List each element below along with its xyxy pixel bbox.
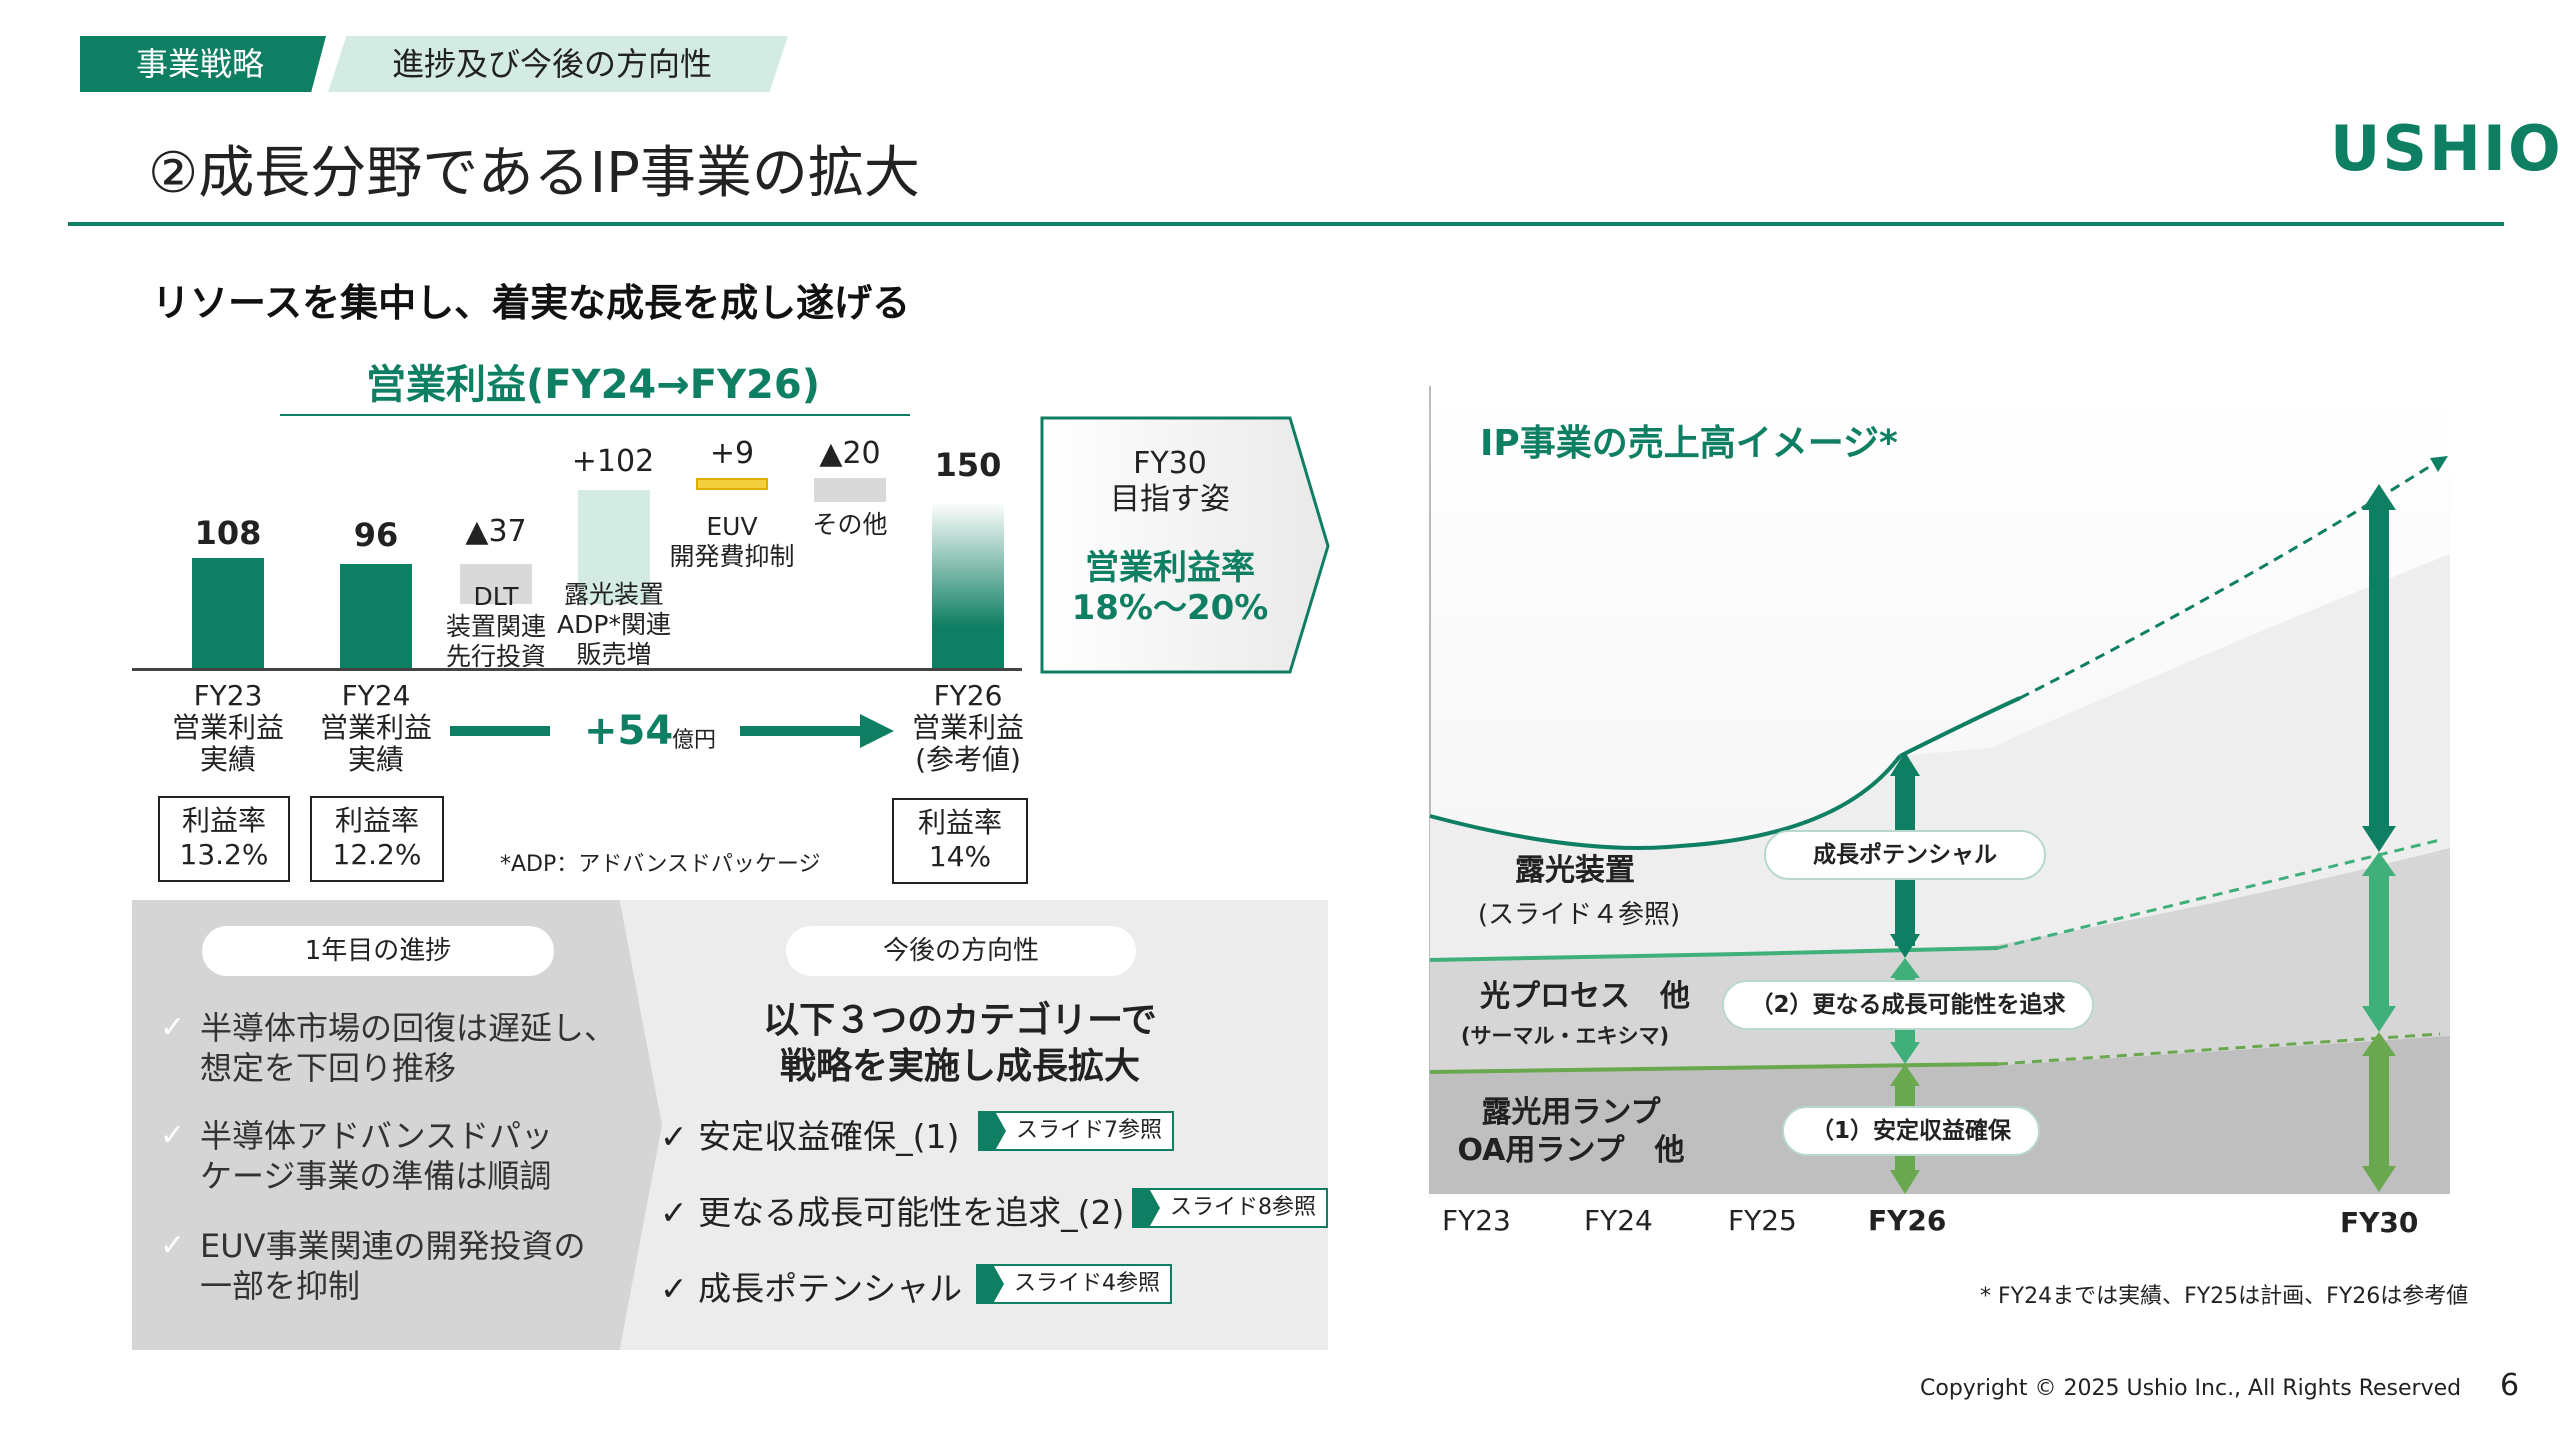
rate-fy23: 利益率 13.2% [158,796,290,882]
chart-footnote: * FY24までは実績、FY25は計画、FY26は参考値 [1980,1284,2469,1309]
check-icon: ✓ [160,1010,186,1045]
direction-item: ✓ 更なる成長可能性を追求_(2) [660,1193,1125,1232]
direction-item: ✓ 安定収益確保_(1) [660,1117,960,1156]
segment-exposure-note: (スライド４参照) [1477,900,1681,930]
fy30-margin: 営業利益率 18%～20% [1071,548,1269,628]
operating-profit-title: 営業利益(FY24→FY26) [366,362,820,408]
slide-subtitle: リソースを集中し、着実な成長を成し遂げる [152,281,911,325]
header-divider [68,222,2504,226]
bar-fy24 [340,564,412,668]
title-underline [280,414,910,416]
copyright: Copyright © 2025 Ushio Inc., All Rights … [1920,1376,2462,1401]
direction-item: ✓ 成長ポテンシャル [660,1269,963,1308]
label-euv: EUV 開発費抑制 [669,512,795,571]
adp-note: *ADP：アドバンスドパッケージ [500,852,821,877]
progress-item: 半導体アドバンスドパッ ケージ事業の準備は順調 [200,1117,553,1195]
chart-baseline [132,668,1022,671]
label-other: その他 [812,510,888,539]
progress-item: EUV事業関連の開発投資の 一部を抑制 [200,1227,586,1305]
category-fy23: FY23 営業利益 実績 [171,679,284,776]
value-fy26: 150 [934,446,1002,484]
segment-light-process: 光プロセス 他 [1480,979,1690,1014]
value-euv: +9 [709,436,755,471]
value-other: ▲20 [819,436,881,471]
section-tag: 事業戦略 [80,36,326,92]
progress-item: 半導体市場の回復は遅延し、 想定を下回り推移 [200,1009,617,1087]
category-fy26: FY26 営業利益 (参考値) [911,679,1024,776]
slide-ref-link[interactable]: スライド4参照 [976,1264,1172,1304]
x-label-fy24: FY24 [1584,1204,1653,1237]
bar-dlt [460,564,532,604]
value-dlt: ▲37 [465,514,527,549]
x-label-fy30: FY30 [2340,1206,2419,1239]
segment-light-process-note: (サーマル・エキシマ) [1460,1024,1670,1048]
x-label-fy23: FY23 [1442,1204,1511,1237]
fy30-chevron [1040,416,1330,674]
category-fy24: FY24 営業利益 実績 [319,679,432,776]
bar-other [814,478,886,502]
rate-fy24: 利益率 12.2% [310,796,444,882]
slide-ref-link[interactable]: スライド8参照 [1132,1188,1328,1228]
value-exposure: +102 [571,444,655,479]
progress-pill: 1年目の進捗 [202,926,554,976]
ushio-logo: USHIO [2330,112,2560,185]
sales-image-title: IP事業の売上高イメージ* [1480,423,1898,464]
slide-ref-link[interactable]: スライド7参照 [978,1111,1174,1151]
increase-value: +54 [584,708,674,754]
bar-fy26 [932,502,1004,668]
sales-image-chart [1429,386,2450,1194]
page-title: ②成長分野であるIP事業の拡大 [148,141,920,206]
check-icon: ✓ [160,1228,186,1263]
callout-growth-potential: 成長ポテンシャル [1764,830,2046,880]
value-fy23: 108 [194,514,262,552]
increase-unit: 億円 [672,728,717,753]
fy30-target-label: FY30 目指す姿 [1110,446,1230,517]
increase-arrow [450,714,894,748]
bar-euv [696,478,768,490]
subsection-tag: 進捗及び今後の方向性 [328,36,788,92]
segment-lamp: 露光用ランプ OA用ランプ 他 [1457,1095,1685,1168]
direction-pill: 今後の方向性 [786,926,1136,976]
value-fy24: 96 [353,516,399,554]
callout-stable-revenue: （1）安定収益確保 [1782,1106,2040,1156]
bar-fy23 [192,558,264,668]
label-exposure: 露光装置 ADP*関連 販売増 [557,580,671,669]
segment-exposure: 露光装置 [1515,853,1635,888]
direction-heading: 以下３つのカテゴリーで 戦略を実施し成長拡大 [763,1000,1157,1087]
x-label-fy26: FY26 [1868,1204,1947,1237]
bar-exposure [578,490,650,604]
label-dlt: DLT 装置関連 先行投資 [445,582,546,671]
check-icon: ✓ [160,1118,186,1153]
x-label-fy25: FY25 [1728,1204,1797,1237]
rate-fy26: 利益率 14% [892,798,1028,884]
callout-further-growth: （2）更なる成長可能性を追求 [1722,980,2094,1030]
page-number: 6 [2500,1368,2520,1403]
